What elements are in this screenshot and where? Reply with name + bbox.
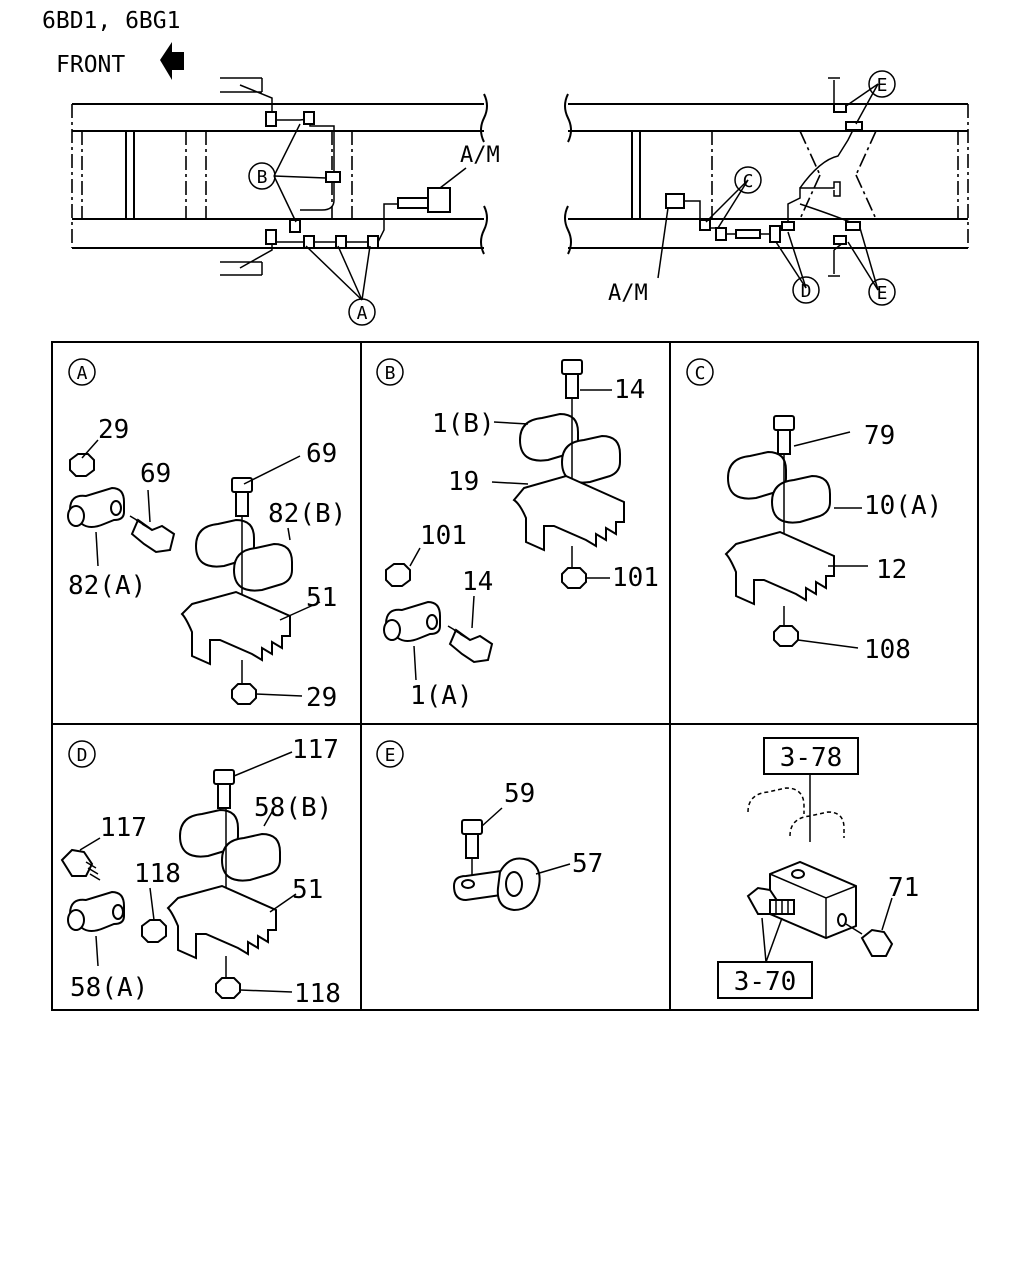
callout-e-top-circle (868, 70, 896, 98)
label-c-79: 79 (864, 421, 895, 451)
panel-reference: 3-78 71 3-70 (717, 737, 919, 999)
label-d-51: 51 (292, 875, 323, 905)
label-d-117-side: 117 (100, 813, 147, 843)
panel-c-id: C (695, 363, 706, 384)
callout-b-circle (248, 162, 276, 190)
am-label-right: A/M (608, 281, 648, 306)
label-b-14-side: 14 (462, 567, 493, 597)
label-a-29-bottom: 29 (306, 683, 337, 713)
panel-a: A 29 69 82(A) 69 82(B) 51 29 (67, 358, 346, 713)
label-c-10a: 10(A) (864, 491, 942, 521)
label-b-1a: 1(A) (410, 681, 473, 711)
callout-a-circle (348, 298, 376, 326)
label-a-82a: 82(A) (68, 571, 146, 601)
label-d-118-side: 118 (134, 859, 181, 889)
panel-d-id: D (77, 745, 88, 766)
label-ref-71: 71 (888, 873, 919, 903)
callout-e-top: E (877, 75, 888, 96)
label-ref-3-78: 3-78 (780, 743, 843, 773)
label-a-69-top: 69 (306, 439, 337, 469)
label-a-51: 51 (306, 583, 337, 613)
label-b-1b: 1(B) (432, 409, 495, 439)
frame-right (564, 77, 969, 291)
panel-e-id: E (385, 745, 396, 766)
panel-d: D 117 58(B) 117 118 51 58(A) 118 (60, 735, 341, 1009)
panel-b-id: B (385, 363, 396, 384)
frame-left (71, 77, 488, 301)
label-d-117-top: 117 (292, 735, 339, 765)
label-a-69-side: 69 (140, 459, 171, 489)
ref-box-3-70 (717, 961, 813, 999)
label-b-101-right: 101 (612, 563, 659, 593)
model-title: 6BD1, 6BG1 (42, 8, 180, 34)
detail-grid (51, 341, 979, 1011)
callout-d: D (801, 281, 812, 302)
label-d-58b: 58(B) (254, 793, 332, 823)
callout-c-circle (734, 166, 762, 194)
panel-a-id: A (77, 363, 88, 384)
label-c-12: 12 (876, 555, 907, 585)
label-b-14-top: 14 (614, 375, 645, 405)
label-d-58a: 58(A) (70, 973, 148, 1003)
front-arrow-icon (160, 42, 184, 80)
callout-b: B (257, 167, 268, 188)
label-c-108: 108 (864, 635, 911, 665)
label-d-118-bottom: 118 (294, 979, 341, 1009)
callout-e-bottom: E (877, 283, 888, 304)
panel-c: C 79 10(A) 12 108 (686, 358, 942, 665)
callout-a: A (357, 303, 368, 324)
callout-d-circle (792, 276, 820, 304)
panel-e: E 59 57 (376, 740, 603, 912)
label-b-19: 19 (448, 467, 479, 497)
am-label-left: A/M (460, 143, 500, 168)
label-a-29-top: 29 (98, 415, 129, 445)
label-e-59: 59 (504, 779, 535, 809)
label-ref-3-70: 3-70 (734, 967, 797, 997)
ref-box-3-78 (763, 737, 859, 775)
callout-c: C (743, 171, 754, 192)
front-label: FRONT (56, 52, 125, 78)
label-e-57: 57 (572, 849, 603, 879)
panel-b: B 14 1(B) 19 101 14 101 1(A) (376, 358, 659, 711)
label-b-101-left: 101 (420, 521, 467, 551)
label-a-82b: 82(B) (268, 499, 346, 529)
callout-e-bottom-circle (868, 278, 896, 306)
